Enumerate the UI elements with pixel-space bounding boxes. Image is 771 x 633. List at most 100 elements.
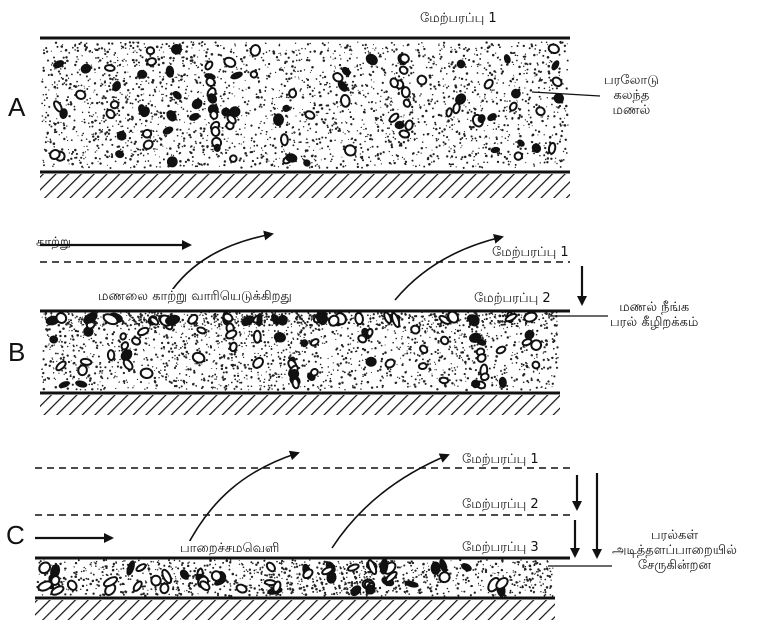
sand-grain [319, 141, 321, 143]
sand-grain [102, 83, 104, 85]
sand-grain [455, 51, 458, 54]
pebble [439, 377, 448, 383]
sand-grain [159, 91, 160, 92]
sand-grain [125, 60, 127, 62]
sand-grain [185, 354, 186, 355]
sand-grain [324, 343, 325, 344]
sand-grain [377, 370, 379, 372]
sand-grain [234, 375, 236, 377]
sand-grain [494, 364, 496, 366]
sand-grain [385, 336, 387, 338]
sand-grain [157, 326, 159, 328]
sand-grain [265, 352, 267, 354]
sand-grain [143, 155, 145, 157]
sand-grain [309, 51, 311, 53]
sand-grain [476, 140, 478, 142]
sand-grain [131, 150, 132, 151]
sand-grain [416, 138, 417, 139]
sand-grain [136, 353, 138, 355]
sand-grain [523, 125, 524, 126]
sand-grain [42, 121, 43, 122]
sand-grain [540, 387, 541, 388]
sand-grain [151, 328, 153, 330]
sand-grain [360, 326, 362, 328]
sand-grain [107, 151, 109, 153]
panel-a [40, 38, 600, 198]
sand-grain [202, 151, 204, 153]
sand-grain [544, 324, 546, 326]
sand-grain [445, 84, 446, 85]
sand-grain [417, 372, 418, 373]
sand-grain [293, 140, 295, 142]
sand-grain [378, 129, 379, 130]
sand-grain [49, 349, 50, 350]
sand-grain [203, 96, 204, 97]
sand-grain [295, 71, 296, 72]
sand-grain [548, 77, 550, 79]
sand-grain [99, 132, 100, 133]
sand-grain [472, 82, 473, 83]
sand-grain [186, 86, 188, 88]
sand-grain [270, 144, 272, 146]
sand-grain [47, 60, 49, 62]
sand-grain [177, 74, 178, 75]
sand-grain [472, 138, 474, 140]
sand-grain [291, 311, 293, 313]
sand-grain [526, 366, 529, 369]
sand-grain [462, 58, 463, 59]
sand-grain [364, 366, 366, 368]
sand-grain [61, 132, 63, 134]
sand-grain [127, 313, 128, 314]
sand-grain [380, 101, 382, 103]
sand-grain [221, 321, 222, 322]
sand-grain [468, 102, 470, 104]
sand-grain [545, 387, 547, 389]
sand-grain [120, 149, 121, 150]
sand-grain [126, 380, 127, 381]
sand-grain [426, 124, 427, 125]
sand-grain [306, 138, 308, 140]
sand-grain [450, 50, 453, 53]
sand-grain [342, 166, 344, 168]
sand-grain [212, 149, 214, 151]
sand-grain [394, 138, 396, 140]
sand-grain [511, 46, 512, 47]
sand-grain [488, 148, 491, 151]
sand-grain [228, 92, 230, 94]
sand-grain [239, 88, 240, 89]
sand-grain [239, 312, 241, 314]
sand-grain [404, 380, 406, 382]
sand-grain [44, 364, 46, 366]
sand-grain [411, 316, 413, 318]
sand-grain [522, 364, 524, 366]
sand-grain [429, 337, 430, 338]
sand-grain [72, 338, 74, 340]
sand-grain [323, 59, 325, 61]
sand-grain [65, 84, 67, 86]
sand-grain [376, 66, 377, 67]
sand-grain [234, 364, 236, 366]
sand-grain [551, 312, 553, 314]
sand-grain [158, 117, 159, 118]
sand-grain [485, 69, 487, 71]
sand-grain [428, 163, 431, 166]
sand-grain [257, 77, 259, 79]
sand-grain [216, 336, 217, 337]
sand-grain [504, 331, 506, 333]
sand-grain [487, 349, 488, 350]
sand-grain [530, 117, 532, 119]
sand-grain [82, 152, 84, 154]
sand-grain [108, 129, 110, 131]
sand-grain [459, 142, 461, 144]
sand-grain [159, 49, 160, 50]
sand-grain [311, 320, 312, 321]
sand-grain [322, 71, 324, 73]
sand-grain [129, 137, 131, 139]
sand-grain [90, 104, 91, 105]
sand-grain [358, 364, 360, 366]
pebble [77, 365, 88, 376]
sand-grain [562, 41, 564, 43]
sand-grain [511, 377, 513, 379]
sand-grain [418, 52, 420, 54]
sand-grain [320, 75, 322, 77]
